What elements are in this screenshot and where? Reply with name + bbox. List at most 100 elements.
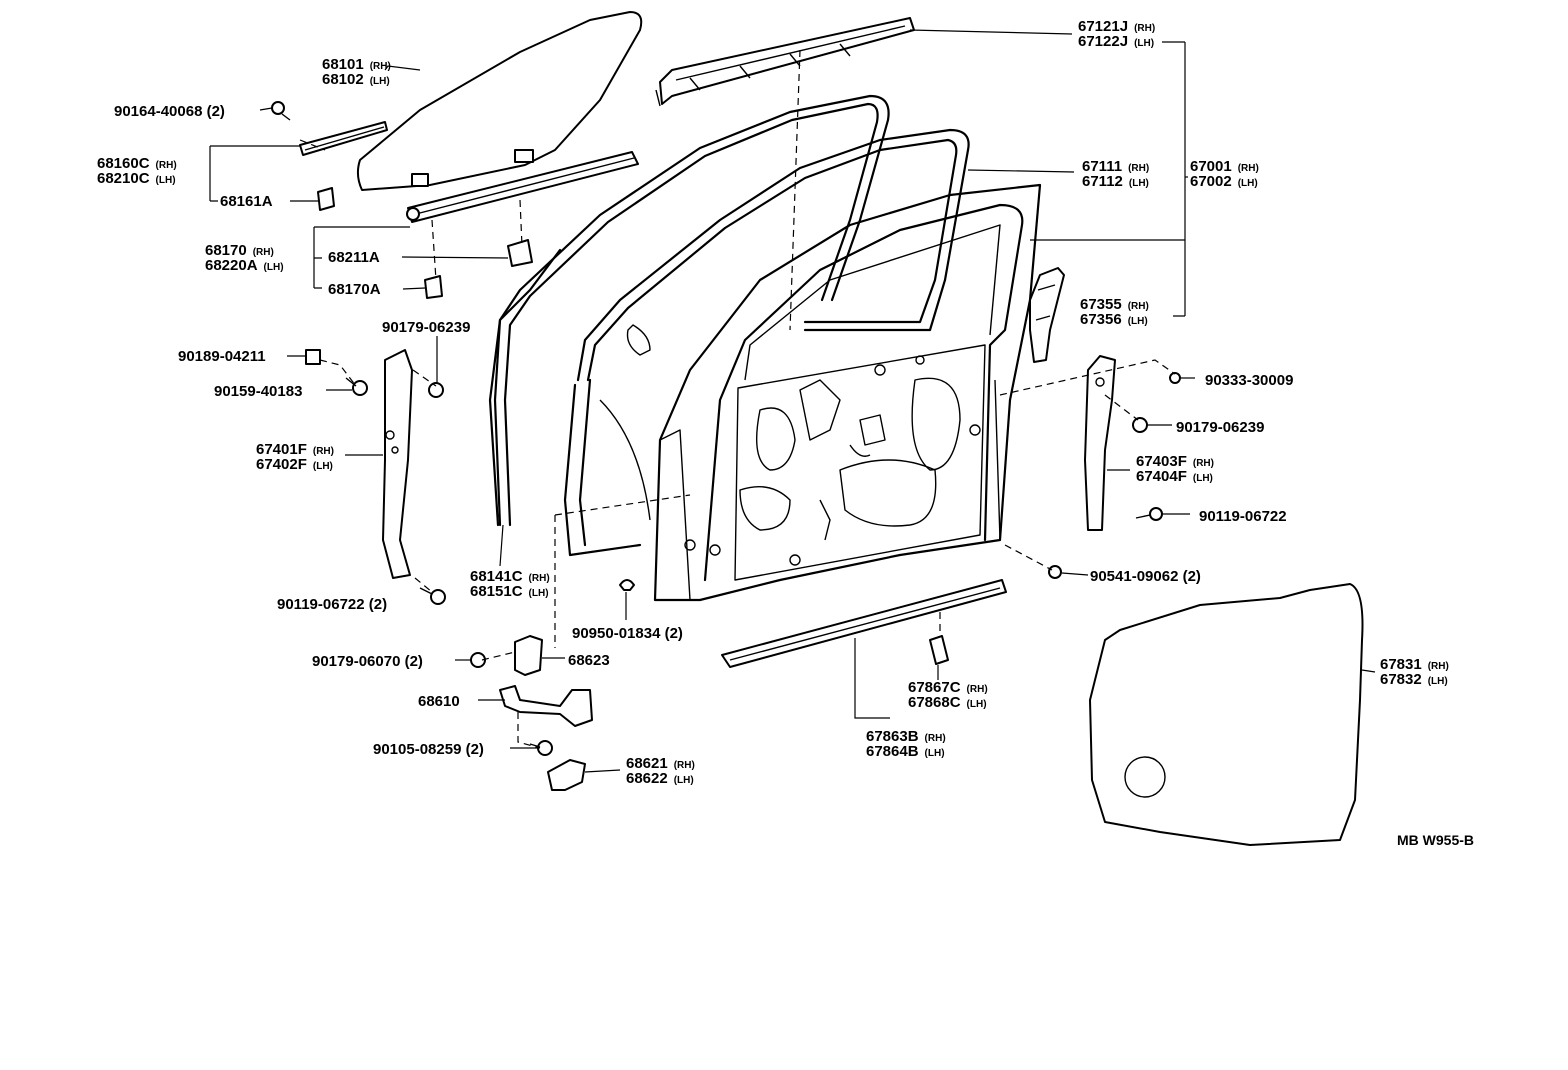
callout-90164: 90164-40068 (2) — [114, 103, 225, 120]
part-number-label: 67111(RH) — [1082, 158, 1149, 175]
side-suffix: (LH) — [1129, 178, 1149, 189]
side-suffix: (LH) — [156, 175, 176, 186]
part-number: 67121J — [1078, 18, 1128, 35]
part-number: 68623 — [568, 652, 610, 669]
glass-clip — [514, 149, 534, 163]
part-number: 68160C — [97, 155, 150, 172]
part-number-label: 67864B (LH) — [866, 743, 945, 760]
part-number-label: 67867C (RH) — [908, 679, 988, 696]
callout-90333: 90333-30009 — [1205, 372, 1293, 389]
side-suffix: (LH) — [264, 262, 284, 273]
part-number-label: 90179-06239 — [382, 319, 470, 336]
part-number-label: 68170A — [328, 281, 381, 298]
callout-68610: 68610 — [418, 693, 460, 710]
part-number-label: 67121J (RH) — [1078, 18, 1155, 35]
rocker-molding — [721, 579, 1007, 668]
part-number: 67864B — [866, 743, 919, 760]
plug-90333 — [1169, 372, 1181, 384]
side-suffix: (RH) — [370, 61, 391, 72]
part-number: 67122J — [1078, 33, 1128, 50]
part-number: 67002 — [1190, 173, 1232, 190]
side-suffix: (RH) — [1134, 23, 1155, 34]
part-number: 68210C — [97, 170, 150, 187]
molding-clip — [929, 635, 949, 665]
nut-90189 — [305, 349, 321, 365]
part-number: 90119-06722 — [1199, 508, 1287, 525]
bolt-90119a — [430, 589, 446, 605]
leader-lines — [209, 29, 1376, 773]
cover-speaker-hole — [1124, 756, 1166, 798]
part-number-label: 90541-09062 (2) — [1090, 568, 1201, 585]
callout-90159: 90159-40183 — [214, 383, 302, 400]
part-number-label: 68623 — [568, 652, 610, 669]
part-number-label: 90164-40068 (2) — [114, 103, 225, 120]
callout-90179b: 90179-06239 — [1176, 419, 1264, 436]
callout-labels: 67121J(RH)67122J(LH)68101(RH)68102(LH)90… — [97, 18, 1449, 787]
part-number: 90333-30009 — [1205, 372, 1293, 389]
callout-68161a: 68161A — [220, 193, 273, 210]
part-number-label: 68622(LH) — [626, 770, 694, 787]
part-number: 67112 — [1082, 173, 1123, 190]
part-number: 68101 — [322, 56, 364, 73]
clip-68161A — [317, 187, 335, 211]
part-number-label: 68102(LH) — [322, 71, 390, 88]
part-number: 68610 — [418, 693, 460, 710]
side-suffix: (LH) — [1193, 473, 1213, 484]
side-suffix: (LH) — [925, 748, 945, 759]
bolt-90105 — [537, 740, 553, 756]
side-suffix: (RH) — [156, 160, 177, 171]
callout-68170: 68170(RH)68220A(LH) — [205, 242, 284, 274]
side-suffix: (RH) — [967, 684, 988, 695]
callout-90541: 90541-09062 (2) — [1090, 568, 1201, 585]
callout-68211a: 68211A — [328, 249, 380, 266]
part-number-label: 67122J(LH) — [1078, 33, 1154, 50]
part-number-label: 67863B(RH) — [866, 728, 946, 745]
part-number: 68102 — [322, 71, 364, 88]
regulator-rail-front — [382, 349, 413, 579]
door-glass — [356, 11, 643, 191]
part-number-label: 67355(RH) — [1080, 296, 1149, 313]
part-number: 68161A — [220, 193, 273, 210]
side-suffix: (RH) — [1428, 661, 1449, 672]
part-number-label: 67832(LH) — [1380, 671, 1448, 688]
service-hole-cover — [1089, 583, 1364, 846]
channel-end-cap — [406, 207, 420, 221]
part-number: 90159-40183 — [214, 383, 302, 400]
part-number: 67867C — [908, 679, 961, 696]
part-number-label: 68220A(LH) — [205, 257, 284, 274]
side-suffix: (RH) — [529, 573, 550, 584]
side-suffix: (LH) — [1238, 178, 1258, 189]
part-number: 67863B — [866, 728, 919, 745]
part-number: 67355 — [1080, 296, 1122, 313]
clip-68211A — [507, 239, 533, 267]
part-number: 68622 — [626, 770, 668, 787]
part-number: 68211A — [328, 249, 380, 266]
callout-90119b: 90119-06722 — [1199, 508, 1287, 525]
part-number: 67001 — [1190, 158, 1232, 175]
side-suffix: (RH) — [674, 760, 695, 771]
part-number: 67832 — [1380, 671, 1422, 688]
part-number-label: 67112 (LH) — [1082, 173, 1149, 190]
part-number-label: 68160C (RH) — [97, 155, 177, 172]
part-number-label: 67402F(LH) — [256, 456, 333, 473]
part-number: 68151C — [470, 583, 523, 600]
part-number-label: 90159-40183 — [214, 383, 302, 400]
part-number-label: 68170(RH) — [205, 242, 274, 259]
callout-90179c: 90179-06070 (2) — [312, 653, 423, 670]
bolt-90159 — [352, 380, 368, 396]
part-number-label: 67001(RH) — [1190, 158, 1259, 175]
side-suffix: (RH) — [1193, 458, 1214, 469]
part-number: 90950-01834 (2) — [572, 625, 683, 642]
part-number-label: 90119-06722 — [1199, 508, 1287, 525]
callout-68623: 68623 — [568, 652, 610, 669]
drawing-code: MB W955-B — [1397, 832, 1474, 848]
part-number-label: 68151C(LH) — [470, 583, 549, 600]
callout-67831: 67831(RH)67832(LH) — [1380, 656, 1449, 688]
part-number: 90541-09062 (2) — [1090, 568, 1201, 585]
callout-67111: 67111(RH)67112 (LH) — [1082, 158, 1149, 190]
part-number: 67404F — [1136, 468, 1187, 485]
nut-90179a — [428, 382, 444, 398]
door-weatherstrip — [493, 94, 890, 527]
part-number: 90105-08259 (2) — [373, 741, 484, 758]
